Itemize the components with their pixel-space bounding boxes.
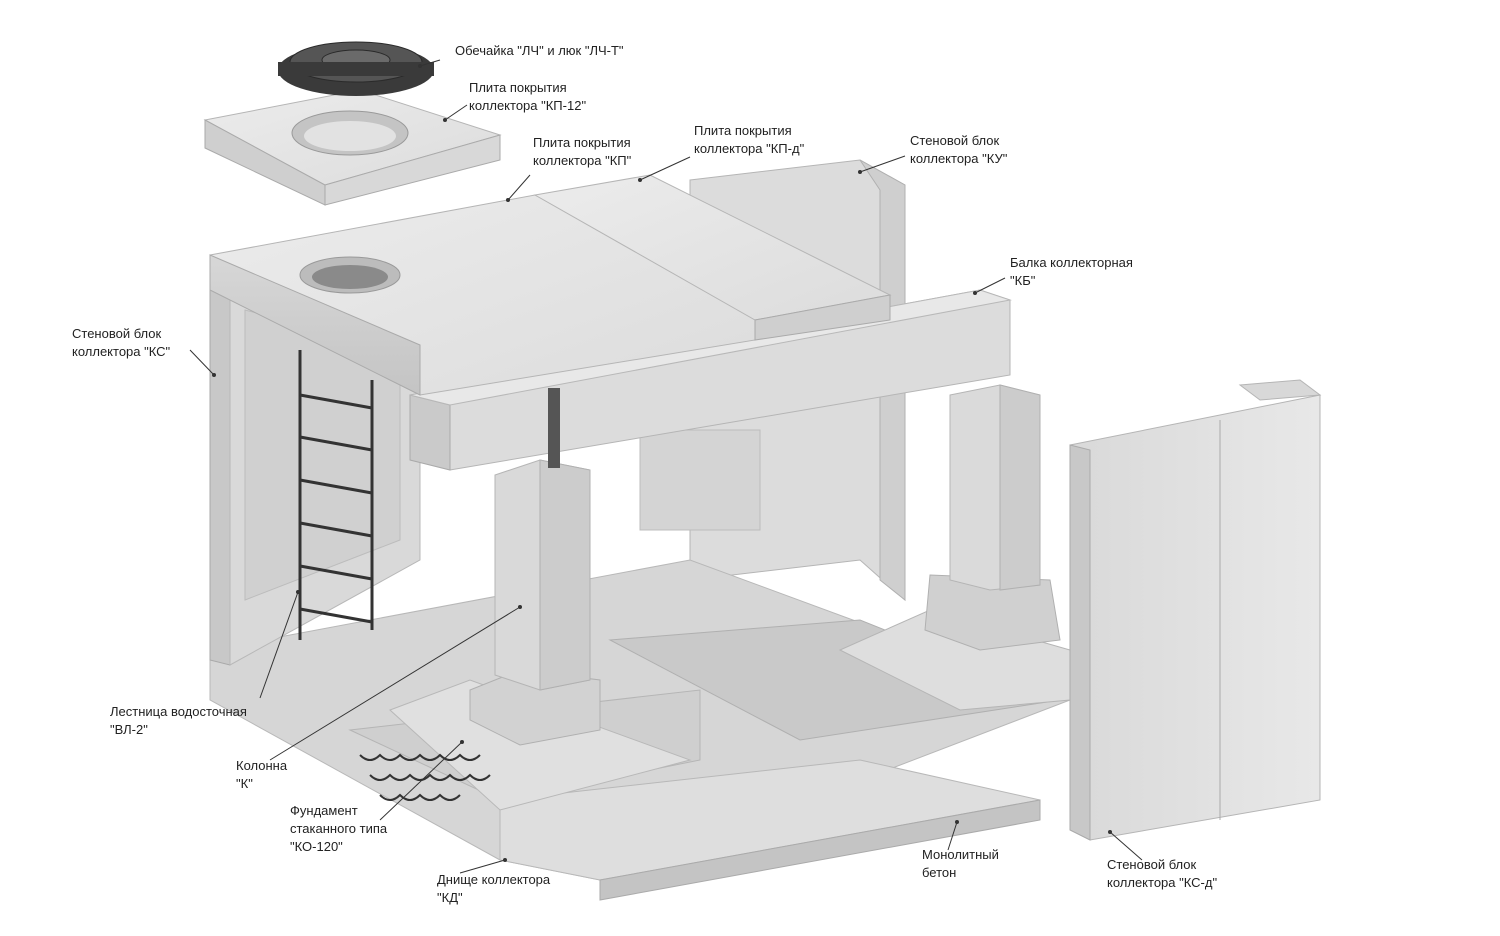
column-right bbox=[949, 384, 1041, 591]
label-monolith: Монолитный бетон bbox=[922, 846, 999, 882]
label-hatch: Обечайка "ЛЧ" и люк "ЛЧ-Т" bbox=[455, 42, 624, 60]
label-kb-line1: Балка коллекторная bbox=[1010, 255, 1133, 270]
label-kp-line1: Плита покрытия bbox=[533, 135, 631, 150]
label-kd-line1: Днище коллектора bbox=[437, 872, 551, 887]
column-k bbox=[494, 459, 591, 691]
label-ku-line2: коллектора "КУ" bbox=[910, 151, 1008, 166]
ladder-vl2 bbox=[298, 350, 374, 640]
leader-lines bbox=[189, 59, 1143, 874]
label-ksd: Стеновой блок коллектора "КС-д" bbox=[1107, 856, 1217, 892]
label-ksd-line1: Стеновой блок bbox=[1107, 857, 1197, 872]
label-kp12-line2: коллектора "КП-12" bbox=[469, 98, 587, 113]
label-ku-line1: Стеновой блок bbox=[910, 133, 1000, 148]
label-ko120: Фундамент стаканного типа "КО-120" bbox=[290, 802, 387, 856]
label-kd: Днище коллектора "КД" bbox=[437, 871, 550, 907]
foundation-ko120 bbox=[359, 669, 692, 811]
label-vl2-line2: "ВЛ-2" bbox=[110, 722, 148, 737]
foundation-right bbox=[838, 574, 1071, 711]
label-hatch-line1: Обечайка "ЛЧ" и люк "ЛЧ-Т" bbox=[455, 43, 624, 58]
label-ku: Стеновой блок коллектора "КУ" bbox=[910, 132, 1007, 168]
cover-slab-kpd bbox=[533, 174, 892, 341]
manhole-hatch-lch bbox=[278, 41, 434, 96]
label-k: Колонна "К" bbox=[236, 757, 287, 793]
label-kp: Плита покрытия коллектора "КП" bbox=[533, 134, 631, 170]
label-k-line2: "К" bbox=[236, 776, 253, 791]
label-ks-line2: коллектора "КС" bbox=[72, 344, 171, 359]
label-kp12-line1: Плита покрытия bbox=[469, 80, 567, 95]
label-ks: Стеновой блок коллектора "КС" bbox=[72, 325, 170, 361]
leader-dots bbox=[212, 64, 1112, 862]
label-kp12: Плита покрытия коллектора "КП-12" bbox=[469, 79, 586, 115]
label-ko120-line1: Фундамент bbox=[290, 803, 358, 818]
label-ks-line1: Стеновой блок bbox=[72, 326, 162, 341]
label-kp-line2: коллектора "КП" bbox=[533, 153, 632, 168]
wall-block-ksd bbox=[1069, 379, 1322, 841]
label-k-line1: Колонна bbox=[236, 758, 288, 773]
label-kb: Балка коллекторная "КБ" bbox=[1010, 254, 1133, 290]
label-monolith-line2: бетон bbox=[922, 865, 957, 880]
label-kpd-line1: Плита покрытия bbox=[694, 123, 792, 138]
cover-slab-kp12 bbox=[203, 89, 502, 206]
label-kpd-line2: коллектора "КП-д" bbox=[694, 141, 805, 156]
label-vl2: Лестница водосточная "ВЛ-2" bbox=[110, 703, 247, 739]
label-monolith-line1: Монолитный bbox=[922, 847, 999, 862]
label-kb-line2: "КБ" bbox=[1010, 273, 1036, 288]
label-kpd: Плита покрытия коллектора "КП-д" bbox=[694, 122, 804, 158]
label-ksd-line2: коллектора "КС-д" bbox=[1107, 875, 1218, 890]
cover-slab-kp bbox=[209, 194, 756, 396]
label-ko120-line3: "КО-120" bbox=[290, 839, 343, 854]
label-vl2-line1: Лестница водосточная bbox=[110, 704, 247, 719]
label-kd-line2: "КД" bbox=[437, 890, 463, 905]
label-ko120-line2: стаканного типа bbox=[290, 821, 388, 836]
